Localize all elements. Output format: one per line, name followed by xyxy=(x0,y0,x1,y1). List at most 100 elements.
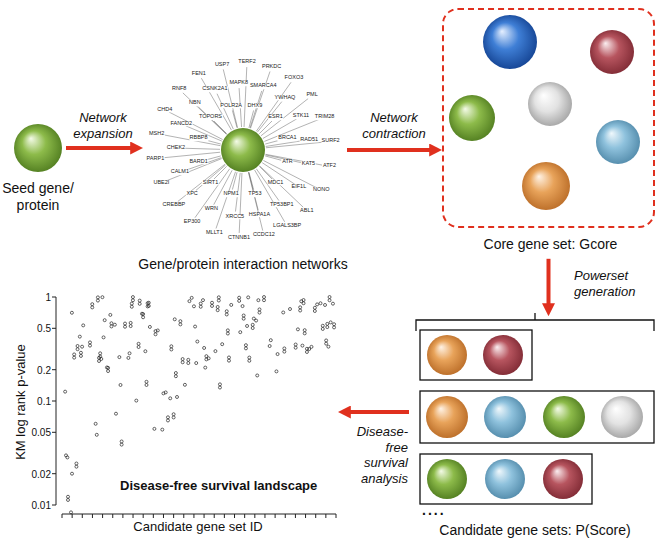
data-point xyxy=(251,323,254,326)
data-point xyxy=(65,454,68,457)
interaction-line xyxy=(161,134,220,145)
gene-label: FOXO3 xyxy=(284,75,304,81)
data-point xyxy=(172,416,175,419)
data-point xyxy=(64,390,67,393)
gene-label: CTNNB1 xyxy=(227,235,250,241)
data-point xyxy=(321,324,324,327)
gene-label: PRKDC xyxy=(261,64,281,70)
gene-label: RAD51 xyxy=(300,137,319,143)
data-point xyxy=(129,321,132,324)
data-point xyxy=(181,358,184,361)
data-point xyxy=(174,372,177,375)
data-point xyxy=(218,386,221,389)
bracket xyxy=(416,313,654,331)
data-point xyxy=(327,345,330,348)
interaction-line xyxy=(248,172,262,230)
data-point xyxy=(96,296,99,299)
data-point xyxy=(195,362,198,365)
interaction-line xyxy=(259,166,272,179)
tick-label: 0.5 xyxy=(37,323,51,334)
data-point xyxy=(226,332,229,335)
interaction-line xyxy=(160,152,220,158)
data-point xyxy=(216,309,219,312)
data-point xyxy=(225,310,228,313)
data-point xyxy=(199,302,202,305)
data-point xyxy=(135,399,138,402)
set-box xyxy=(420,454,592,504)
data-point xyxy=(73,356,76,359)
interaction-line xyxy=(239,173,242,233)
data-point xyxy=(211,301,214,304)
sphere xyxy=(522,162,570,210)
gene-label: EIF1L xyxy=(291,184,307,190)
data-point xyxy=(156,329,159,332)
sphere xyxy=(543,396,585,438)
data-point xyxy=(316,303,319,306)
data-point xyxy=(204,366,207,369)
data-point xyxy=(283,350,286,353)
interaction-line xyxy=(217,94,233,129)
step-label: Disease-free survival analysis xyxy=(344,424,408,486)
gene-label: BRCA1 xyxy=(278,135,297,141)
sphere xyxy=(484,396,526,438)
data-point xyxy=(227,359,230,362)
tick-mark xyxy=(143,514,144,518)
gene-label: TERF2 xyxy=(238,59,256,65)
sphere xyxy=(483,335,523,375)
survival-plot: Disease-free survival landscape xyxy=(58,292,338,514)
gene-label: MLLT1 xyxy=(206,230,224,236)
data-point xyxy=(130,305,133,308)
gene-label: MDC1 xyxy=(267,180,284,186)
gene-label: HSPA1A xyxy=(248,212,270,218)
data-point xyxy=(187,362,190,365)
gene-label: CCDC12 xyxy=(252,233,275,239)
data-point xyxy=(226,329,229,332)
interaction-line xyxy=(232,110,237,127)
interaction-line xyxy=(266,154,325,165)
data-point xyxy=(313,309,316,312)
data-point xyxy=(70,311,73,314)
data-point xyxy=(91,306,94,309)
gene-label: RNF8 xyxy=(172,87,187,93)
data-point xyxy=(81,345,84,348)
data-point xyxy=(230,303,233,306)
axis-title: KM log rank p-value xyxy=(13,344,28,460)
data-point xyxy=(321,327,324,330)
data-point xyxy=(161,428,164,431)
data-point xyxy=(192,305,195,308)
set-box xyxy=(420,391,654,443)
data-point xyxy=(227,356,230,359)
tick-mark xyxy=(264,514,265,518)
data-point xyxy=(137,342,140,345)
data-point xyxy=(211,304,214,307)
interaction-line xyxy=(183,93,227,134)
data-point xyxy=(154,333,157,336)
data-point xyxy=(130,302,133,305)
tick-mark xyxy=(183,514,184,518)
data-point xyxy=(164,391,167,394)
data-point xyxy=(128,352,131,355)
plot-title: Disease-free survival landscape xyxy=(120,478,317,494)
data-point xyxy=(114,412,117,415)
gene-label: XRCC5 xyxy=(225,214,245,220)
sphere xyxy=(590,30,634,74)
interaction-line xyxy=(250,91,262,128)
data-point xyxy=(241,305,244,308)
data-point xyxy=(256,374,259,377)
tick-mark xyxy=(133,514,134,518)
tick-mark xyxy=(52,473,56,474)
gene-label: ATR xyxy=(282,159,294,165)
tick-mark xyxy=(193,514,194,518)
candidate-sets xyxy=(416,313,654,504)
tick-mark xyxy=(82,514,83,518)
gene-label: TRIM28 xyxy=(314,114,335,120)
data-point xyxy=(216,305,219,308)
tick-mark xyxy=(52,328,56,329)
data-point xyxy=(199,305,202,308)
data-point xyxy=(174,375,177,378)
gene-label: NPM1 xyxy=(223,192,239,198)
data-point xyxy=(88,341,91,344)
interaction-line xyxy=(244,67,247,127)
gene-label: TOPORS xyxy=(198,115,222,121)
data-point xyxy=(78,335,81,338)
